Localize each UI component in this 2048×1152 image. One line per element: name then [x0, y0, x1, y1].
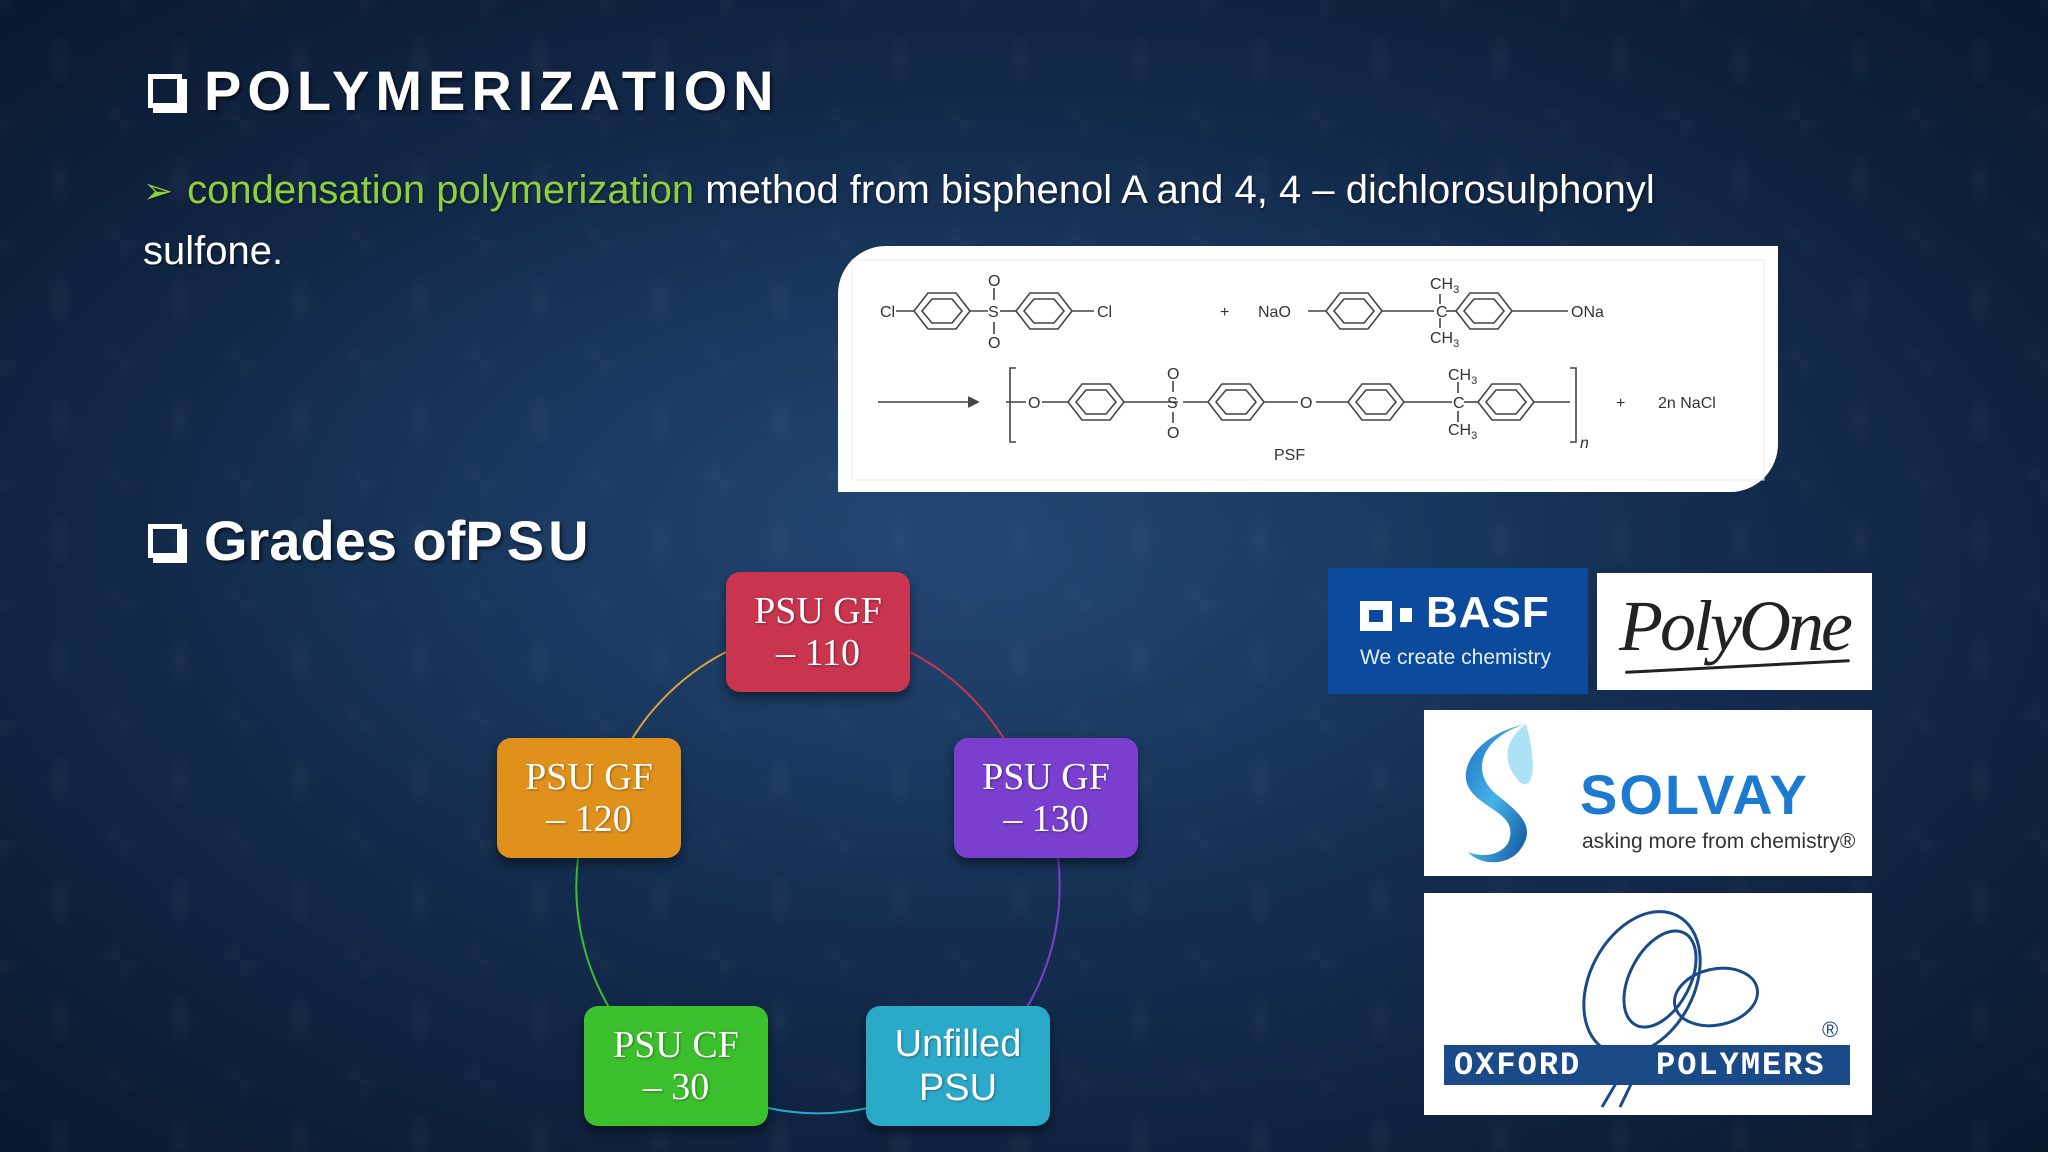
grade-node-line1: PSU GF [982, 756, 1110, 798]
product-label: PSF [1274, 447, 1305, 464]
bullet-paragraph: ➢ condensation polymerization method from… [143, 160, 1783, 282]
solvay-logo: SOLVAY asking more from chemistry® [1424, 710, 1872, 876]
basf-brand: BASF [1426, 588, 1550, 637]
oxford-name-bar [1444, 1045, 1850, 1085]
grade-node-unfilled-psu: Unfilled PSU [866, 1006, 1050, 1126]
methyl-top-2: CH3 [1448, 367, 1477, 387]
reactant2-left: NaO [1258, 304, 1291, 321]
oxford-word1: OXFORD [1454, 1047, 1582, 1084]
grade-node-line1: PSU CF [613, 1024, 739, 1066]
arrowhead-bullet-icon: ➢ [143, 170, 174, 211]
reactant2-right: ONa [1571, 304, 1604, 321]
solvay-tagline: asking more from chemistry® [1582, 830, 1856, 853]
grade-node-line2: – 110 [775, 632, 861, 674]
reaction-scheme-svg: Cl O S O Cl + NaO CH3 C CH3 ONa O O S O … [851, 259, 1765, 481]
grade-node-line1: Unfilled [894, 1023, 1022, 1065]
grade-node-line2: – 120 [546, 798, 632, 840]
reaction-scheme-image: Cl O S O Cl + NaO CH3 C CH3 ONa O O S O … [838, 246, 1778, 492]
bullet-text-line1: method from bisphenol A and 4, 4 – dichl… [694, 168, 1655, 212]
reactant1-right: Cl [1097, 304, 1112, 321]
methyl-top-1: CH3 [1430, 276, 1459, 296]
grade-node-psu-cf-30: PSU CF – 30 [584, 1006, 768, 1126]
bullet-text-line2: sulfone. [143, 229, 284, 273]
byproduct-nacl: 2n NaCl [1658, 395, 1716, 412]
grade-node-line2: PSU [918, 1067, 998, 1109]
oxford-polymers-logo: OXFORD POLYMERS ® [1424, 893, 1872, 1115]
methyl-bottom-1: CH3 [1430, 330, 1459, 350]
sulfonyl-o-top-1: O [988, 273, 1000, 290]
reactant1-left: Cl [880, 304, 895, 321]
sulfonyl-s-1: S [988, 304, 999, 321]
sulfonyl-o-bottom-1: O [988, 335, 1000, 352]
checkbox-icon [148, 73, 182, 108]
basf-logo: BASF We create chemistry [1328, 568, 1588, 694]
heading-grades-prefix: Grades of [204, 509, 466, 572]
basf-tagline: We create chemistry [1360, 646, 1551, 669]
bullet-highlight: condensation polymerization [187, 168, 695, 212]
checkbox-icon [148, 523, 182, 558]
heading-grades-psu: PSU [465, 509, 593, 572]
oxford-registered-mark: ® [1822, 1017, 1839, 1042]
grade-node-psu-gf-120: PSU GF – 120 [497, 738, 681, 858]
oxford-word2: POLYMERS [1656, 1047, 1826, 1084]
grade-node-line1: PSU GF [525, 756, 653, 798]
heading-polymerization-text: POLYMERIZATION [204, 59, 780, 122]
heading-polymerization: POLYMERIZATION [148, 58, 780, 123]
ether-o-1: O [1028, 395, 1040, 412]
quaternary-carbon-1: C [1436, 304, 1448, 321]
ring-arc-3 [1011, 857, 1061, 1031]
grade-node-line2: – 30 [642, 1066, 710, 1108]
grade-node-psu-gf-110: PSU GF – 110 [726, 572, 910, 692]
solvay-brand: SOLVAY [1580, 763, 1809, 826]
grade-node-line2: – 130 [1003, 798, 1089, 840]
plus-sign-1: + [1220, 304, 1229, 321]
polyone-brand: PolyOne [1619, 586, 1853, 666]
plus-sign-2: + [1616, 395, 1625, 412]
polyone-logo: PolyOne [1597, 573, 1872, 690]
ether-o-2: O [1300, 395, 1312, 412]
sulfonyl-s-2: S [1167, 395, 1178, 412]
methyl-bottom-2: CH3 [1448, 422, 1477, 442]
solvay-swirl-icon [1465, 724, 1533, 863]
basf-square-icon [1360, 601, 1392, 631]
quaternary-carbon-2: C [1453, 395, 1465, 412]
ring-arc-5 [575, 857, 625, 1031]
sulfonyl-o-top-2: O [1167, 366, 1179, 383]
repeat-unit-n: n [1580, 435, 1589, 452]
heading-grades: Grades of PSU [148, 508, 593, 573]
grade-node-psu-gf-130: PSU GF – 130 [954, 738, 1138, 858]
grade-node-line1: PSU GF [754, 590, 882, 632]
sulfonyl-o-bottom-2: O [1167, 425, 1179, 442]
basf-square-small-icon [1400, 608, 1412, 622]
ring-arc-4 [767, 1107, 869, 1115]
